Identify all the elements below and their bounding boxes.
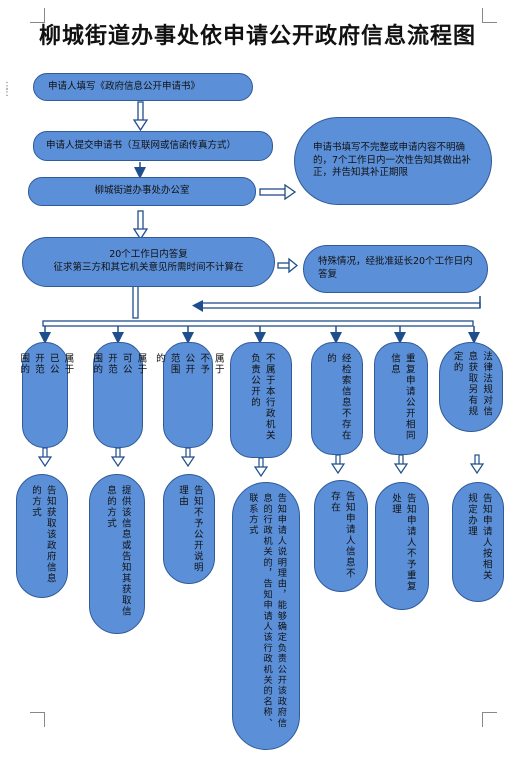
result-4: 告知申请人说明理由，能够确定负责公开该政府信息的行政机关的，告知申请人该行政机关… — [232, 482, 300, 750]
step-submit-label: 申请人提交申请书（互联网或信函传真方式） — [46, 139, 237, 151]
step-incomplete-label: 申请书填写不完整或申请内容不明确的，7个工作日内一次性告知其做出补正，并告知其补… — [313, 141, 472, 179]
result-1-label: 告知获取该政府信息的方式 — [30, 485, 56, 584]
step-fill-form: 申请人填写《政府信息公开申请书》 — [33, 73, 253, 101]
category-3: 属于 不予 公开 范围 的 — [154, 342, 224, 448]
result-3: 告知不予公开说明理由 — [163, 474, 215, 584]
category-5-label: 经检索信息不存在的 — [325, 353, 351, 441]
result-6: 告知申请人不予重复处理 — [375, 482, 429, 610]
step-reply-label: 20个工作日内答复 征求第三方和其它机关意见所需时间不计算在 — [53, 249, 244, 273]
arrow-reply-to-branches — [132, 285, 139, 319]
result-1: 告知获取该政府信息的方式 — [16, 474, 68, 598]
arrow-result-6 — [393, 454, 409, 475]
category-1-label: 属于 已公 开范 围的 — [18, 353, 74, 375]
category-7: 法律法规对信息获取另有规定的 — [439, 342, 503, 432]
category-2-label: 属于 可公 开范 围的 — [91, 353, 147, 375]
crop-mark-bottom-right — [482, 712, 497, 727]
arrow-result-5 — [330, 454, 346, 475]
category-4: 不属于本行政机关负责公开的 — [230, 342, 292, 458]
step-office-label: 柳城街道办事处办公室 — [94, 185, 190, 197]
result-7: 告知申请人按相关规定办理 — [452, 482, 504, 602]
page-title: 柳城街道办事处依申请公开政府信息流程图 — [38, 23, 476, 49]
category-5: 经检索信息不存在的 — [311, 342, 363, 455]
step-extend: 特殊情况，经批准延长20个工作日内答复 — [303, 245, 488, 293]
arrow-reply-to-extend — [277, 257, 299, 274]
arrow-extend-return — [192, 296, 481, 312]
step-incomplete: 申请书填写不完整或申请内容不明确的，7个工作日内一次性告知其做出补正，并告知其补… — [294, 117, 492, 205]
arrow-result-2 — [110, 447, 126, 468]
category-6: 重复申请公开相同信息 — [374, 342, 428, 455]
arrow-result-4 — [253, 457, 269, 478]
crop-mark-bottom-left — [30, 712, 45, 727]
arrow-result-3 — [180, 447, 196, 468]
result-4-label: 告知申请人说明理由，能够确定负责公开该政府信息的行政机关的，告知申请人该行政机关… — [246, 493, 287, 729]
result-2-label: 提供该信息或告知其获取信息的方式 — [105, 485, 131, 617]
category-2: 属于 可公 开范 围的 — [91, 342, 146, 448]
result-3-label: 告知不予公开说明理由 — [177, 485, 203, 573]
branch-bar — [42, 320, 474, 327]
drag-handle-icon[interactable]: ⋮⋮ — [2, 81, 12, 98]
step-office: 柳城街道办事处办公室 — [28, 177, 256, 206]
category-7-label: 法律法规对信息获取另有规定的 — [451, 351, 493, 417]
result-5: 告知申请人信息不存在 — [314, 480, 368, 592]
category-6-label: 重复申请公开相同信息 — [389, 353, 415, 441]
step-submit: 申请人提交申请书（互联网或信函传真方式） — [33, 131, 273, 161]
category-4-label: 不属于本行政机关负责公开的 — [249, 353, 275, 441]
result-2: 提供该信息或告知其获取信息的方式 — [89, 474, 145, 634]
arrow-result-1 — [37, 447, 53, 468]
crop-mark-top-right — [482, 8, 497, 23]
arrow-office-to-reply — [132, 210, 149, 241]
category-1: 属于 已公 开范 围的 — [18, 342, 73, 448]
step-extend-label: 特殊情况，经批准延长20个工作日内答复 — [318, 256, 473, 280]
category-3-label: 属于 不予 公开 范围 的 — [153, 353, 224, 375]
result-7-label: 告知申请人按相关规定办理 — [466, 493, 492, 581]
result-6-label: 告知申请人不予重复处理 — [390, 493, 416, 592]
result-5-label: 告知申请人信息不存在 — [329, 491, 355, 579]
step-reply: 20个工作日内答复 征求第三方和其它机关意见所需时间不计算在 — [22, 237, 275, 287]
crop-mark-top-left — [30, 8, 45, 23]
arrow-result-7 — [469, 454, 485, 475]
arrow-fill-to-submit — [132, 101, 149, 132]
arrow-office-to-incomplete — [259, 183, 297, 201]
step-fill-form-label: 申请人填写《政府信息公开申请书》 — [48, 80, 201, 92]
